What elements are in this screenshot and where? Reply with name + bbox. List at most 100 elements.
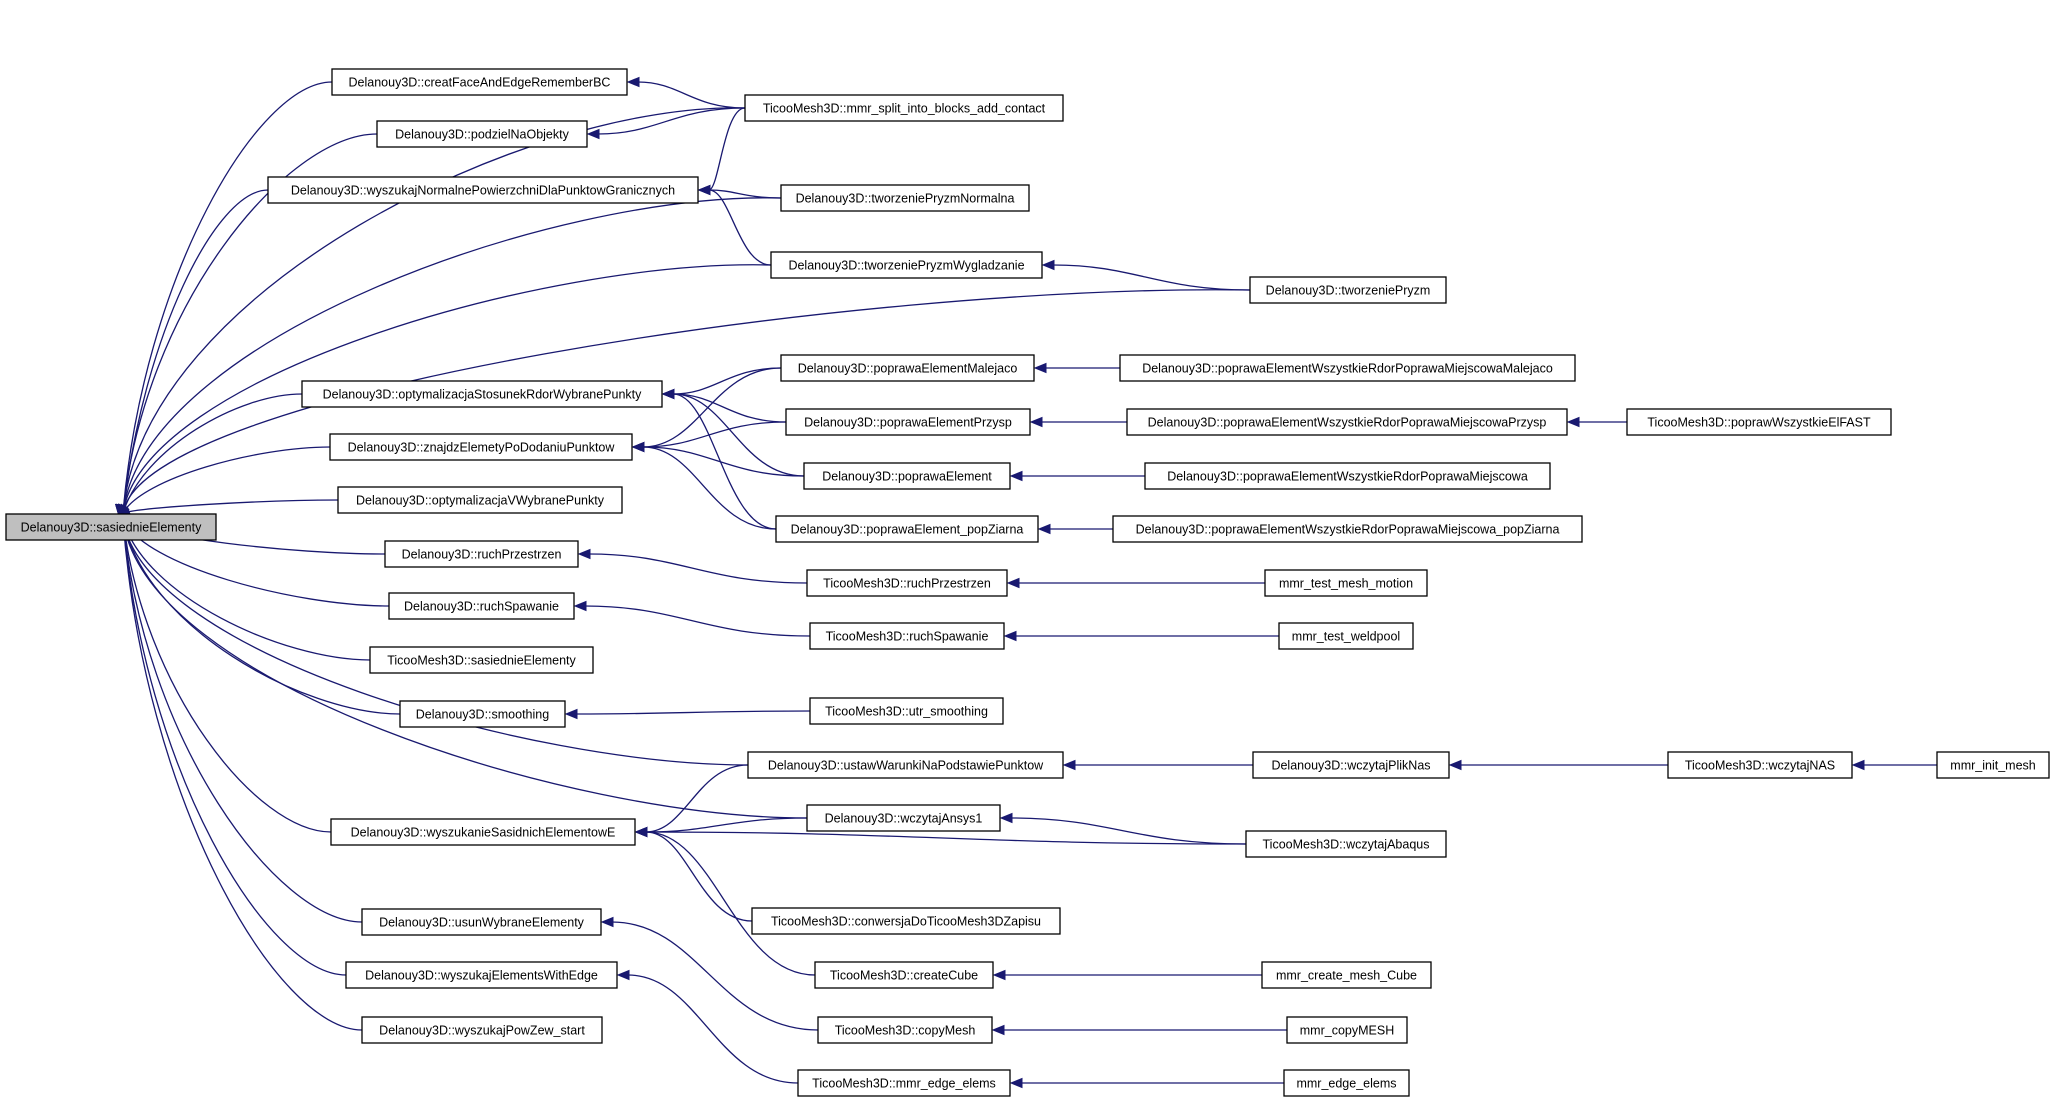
node-mmr-copymesh[interactable]: mmr_copyMESH [1286, 1016, 1408, 1044]
node-label: TicooMesh3D::poprawWszystkieElFAST [1647, 416, 1871, 430]
node-mmr-edge-elems[interactable]: mmr_edge_elems [1283, 1069, 1410, 1097]
node-label: Delanouy3D::poprawaElementMalejaco [798, 362, 1018, 376]
node-delanouy3d-ustawwarunkinapodstawiepunktow[interactable]: Delanouy3D::ustawWarunkiNaPodstawiePunkt… [747, 751, 1064, 779]
node-ticoomesh3d-mmr-split-into-blocks-add-contact[interactable]: TicooMesh3D::mmr_split_into_blocks_add_c… [744, 94, 1064, 122]
edge-ticoomesh3d-wczytajabaqus-to-delanouy3d-wczytajansys1 [1010, 817, 1247, 845]
node-ticoomesh3d-wczytajnas[interactable]: TicooMesh3D::wczytajNAS [1667, 751, 1853, 779]
node-box [361, 908, 602, 936]
node-delanouy3d-tworzeniepryzmnormalna[interactable]: Delanouy3D::tworzeniePryzmNormalna [780, 184, 1030, 212]
edge-delanouy3d-wyszukaniesasidnichelementowe-to-delanouy3d-sasiednieelementy [122, 518, 332, 833]
node-box [1667, 751, 1853, 779]
node-box [806, 569, 1008, 597]
node-mmr-init-mesh[interactable]: mmr_init_mesh [1936, 751, 2050, 779]
node-label: TicooMesh3D::ruchSpawanie [826, 630, 989, 644]
edge-ticoomesh3d-mmr-split-into-blocks-add-contact-to-delanouy3d-creatfaceandedgerememberbc [637, 81, 746, 109]
node-box [780, 354, 1035, 382]
node-delanouy3d-poprawaelementwszystkierdorpoprawamiejscowa[interactable]: Delanouy3D::poprawaElementWszystkieRdorP… [1144, 462, 1551, 490]
node-ticoomesh3d-mmr-edge-elems[interactable]: TicooMesh3D::mmr_edge_elems [797, 1069, 1011, 1097]
node-ticoomesh3d-sasiednieelementy[interactable]: TicooMesh3D::sasiednieElementy [369, 646, 594, 674]
node-mmr-create-mesh-cube[interactable]: mmr_create_mesh_Cube [1261, 961, 1432, 989]
node-mmr-test-weldpool[interactable]: mmr_test_weldpool [1278, 622, 1414, 650]
node-label: Delanouy3D::usunWybraneElementy [379, 916, 585, 930]
arrowhead-icon [697, 184, 711, 196]
edge-ticoomesh3d-copymesh-to-delanouy3d-usunwybraneelementy [611, 921, 819, 1031]
node-label: Delanouy3D::podzielNaObjekty [395, 128, 569, 142]
node-delanouy3d-usunwybraneelementy[interactable]: Delanouy3D::usunWybraneElementy [361, 908, 602, 936]
node-box [337, 486, 623, 514]
node-box [301, 380, 663, 408]
node-delanouy3d-znajdzelemetypododaniupunktow[interactable]: Delanouy3D::znajdzElemetyPoDodaniuPunkto… [329, 433, 633, 461]
node-box [376, 120, 588, 148]
node-delanouy3d-poprawaelementwszystkierdorpoprawamiejscowa-popziarna[interactable]: Delanouy3D::poprawaElementWszystkieRdorP… [1112, 515, 1583, 543]
node-delanouy3d-smoothing[interactable]: Delanouy3D::smoothing [399, 700, 566, 728]
node-delanouy3d-optymalizacjavwybranepunkty[interactable]: Delanouy3D::optymalizacjaVWybranePunkty [337, 486, 623, 514]
node-delanouy3d-wyszukajelementswithedge[interactable]: Delanouy3D::wyszukajElementsWithEdge [345, 961, 618, 989]
node-box [330, 818, 636, 846]
node-box [1626, 408, 1892, 436]
node-box [1278, 622, 1414, 650]
node-box [797, 1069, 1011, 1097]
node-label: Delanouy3D::ruchPrzestrzen [402, 548, 562, 562]
node-box [361, 1016, 603, 1044]
node-box [1261, 961, 1432, 989]
node-label: Delanouy3D::optymalizacjaStosunekRdorWyb… [323, 388, 643, 402]
node-box [785, 408, 1031, 436]
node-delanouy3d-poprawaelement-popziarna[interactable]: Delanouy3D::poprawaElement_popZiarna [775, 515, 1039, 543]
node-label: mmr_test_mesh_motion [1279, 577, 1413, 591]
node-mmr-test-mesh-motion[interactable]: mmr_test_mesh_motion [1264, 569, 1428, 597]
node-delanouy3d-wyszukajpowzew-start[interactable]: Delanouy3D::wyszukajPowZew_start [361, 1016, 603, 1044]
node-label: Delanouy3D::wyszukajPowZew_start [379, 1024, 585, 1038]
node-ticoomesh3d-utr-smoothing[interactable]: TicooMesh3D::utr_smoothing [809, 697, 1004, 725]
arrowhead-icon [999, 812, 1013, 824]
arrowhead-icon [1029, 416, 1043, 428]
node-delanouy3d-wyszukaniesasidnichelementowe[interactable]: Delanouy3D::wyszukanieSasidnichElementow… [330, 818, 636, 846]
node-delanouy3d-wyszukajnormalnepowierzchnidlapunktowgranicznych[interactable]: Delanouy3D::wyszukajNormalnePowierzchniD… [267, 176, 699, 204]
node-delanouy3d-wczytajpliknas[interactable]: Delanouy3D::wczytajPlikNas [1252, 751, 1450, 779]
node-box [806, 804, 1001, 832]
node-ticoomesh3d-wczytajabaqus[interactable]: TicooMesh3D::wczytajAbaqus [1245, 830, 1447, 858]
node-box [1245, 830, 1447, 858]
node-ticoomesh3d-conwersjadoticoomesh3dzapisu[interactable]: TicooMesh3D::conwersjaDoTicooMesh3DZapis… [751, 907, 1061, 935]
node-delanouy3d-ruchprzestrzen[interactable]: Delanouy3D::ruchPrzestrzen [384, 540, 579, 568]
node-label: Delanouy3D::creatFaceAndEdgeRememberBC [349, 76, 611, 90]
node-ticoomesh3d-createcube[interactable]: TicooMesh3D::createCube [814, 961, 994, 989]
node-delanouy3d-podzielnaobjekty[interactable]: Delanouy3D::podzielNaObjekty [376, 120, 588, 148]
node-label: Delanouy3D::wyszukajNormalnePowierzchniD… [291, 184, 675, 198]
node-delanouy3d-tworzeniepryzm[interactable]: Delanouy3D::tworzeniePryzm [1249, 276, 1447, 304]
node-ticoomesh3d-ruchspawanie[interactable]: TicooMesh3D::ruchSpawanie [809, 622, 1005, 650]
edge-ticoomesh3d-mmr-split-into-blocks-add-contact-to-delanouy3d-sasiednieelementy [122, 107, 746, 514]
node-label: Delanouy3D::poprawaElementWszystkieRdorP… [1167, 470, 1528, 484]
node-box [1264, 569, 1428, 597]
node-delanouy3d-poprawaelementmalejaco[interactable]: Delanouy3D::poprawaElementMalejaco [780, 354, 1035, 382]
node-delanouy3d-optymalizacjastosunekrdorwybranepunkty[interactable]: Delanouy3D::optymalizacjaStosunekRdorWyb… [301, 380, 663, 408]
edge-delanouy3d-wyszukajnormalnepowierzchnidlapunktowgranicznych-to-delanouy3d-sasiednieelementy [122, 189, 269, 514]
node-delanouy3d-ruchspawanie[interactable]: Delanouy3D::ruchSpawanie [388, 592, 575, 620]
arrowhead-icon [586, 128, 600, 140]
node-delanouy3d-creatfaceandedgerememberbc[interactable]: Delanouy3D::creatFaceAndEdgeRememberBC [331, 68, 628, 96]
node-delanouy3d-poprawaelement[interactable]: Delanouy3D::poprawaElement [803, 462, 1011, 490]
arrowhead-icon [1009, 1077, 1023, 1089]
node-delanouy3d-poprawaelementwszystkierdorpoprawamiejscowamalejaco[interactable]: Delanouy3D::poprawaElementWszystkieRdorP… [1119, 354, 1576, 382]
node-delanouy3d-wczytajansys1[interactable]: Delanouy3D::wczytajAnsys1 [806, 804, 1001, 832]
node-ticoomesh3d-copymesh[interactable]: TicooMesh3D::copyMesh [817, 1016, 993, 1044]
node-label: Delanouy3D::ustawWarunkiNaPodstawiePunkt… [768, 759, 1044, 773]
edge-ticoomesh3d-mmr-split-into-blocks-add-contact-to-delanouy3d-podzielnaobjekty [597, 107, 746, 135]
node-ticoomesh3d-poprawwszystkieelfast[interactable]: TicooMesh3D::poprawWszystkieElFAST [1626, 408, 1892, 436]
graph-edges [114, 76, 1938, 1089]
node-delanouy3d-tworzeniepryzmwygladzanie[interactable]: Delanouy3D::tworzeniePryzmWygladzanie [770, 251, 1043, 279]
node-box [751, 907, 1061, 935]
node-ticoomesh3d-ruchprzestrzen[interactable]: TicooMesh3D::ruchPrzestrzen [806, 569, 1008, 597]
node-label: Delanouy3D::tworzeniePryzm [1266, 284, 1431, 298]
edge-delanouy3d-tworzeniepryzm-to-delanouy3d-tworzeniepryzmwygladzanie [1052, 264, 1251, 291]
edge-ticoomesh3d-ruchprzestrzen-to-delanouy3d-ruchprzestrzen [588, 553, 808, 584]
node-delanouy3d-poprawaelementprzysp[interactable]: Delanouy3D::poprawaElementPrzysp [785, 408, 1031, 436]
node-label: Delanouy3D::poprawaElementWszystkieRdorP… [1142, 362, 1553, 376]
node-delanouy3d-sasiednieelementy[interactable]: Delanouy3D::sasiednieElementy [5, 513, 217, 541]
edge-delanouy3d-wczytajansys1-to-delanouy3d-sasiednieelementy [122, 518, 808, 819]
node-box [388, 592, 575, 620]
node-label: mmr_test_weldpool [1292, 630, 1400, 644]
node-box [780, 184, 1030, 212]
node-delanouy3d-poprawaelementwszystkierdorpoprawamiejscowaprzysp[interactable]: Delanouy3D::poprawaElementWszystkieRdorP… [1126, 408, 1568, 436]
node-box [1112, 515, 1583, 543]
